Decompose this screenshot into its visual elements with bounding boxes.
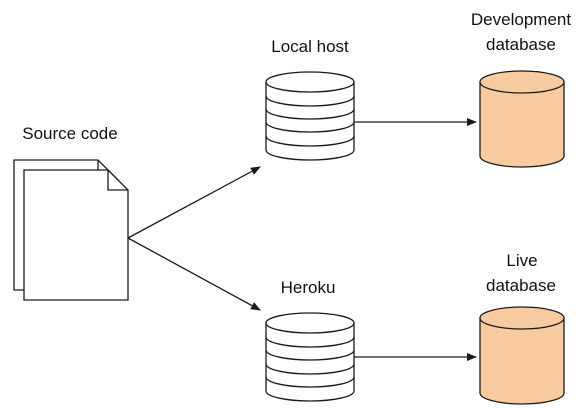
- dev-database-label-line2: database: [486, 35, 556, 54]
- live-database-icon: [479, 306, 565, 405]
- heroku-label: Heroku: [281, 278, 336, 297]
- dev-database-label-line1: Development: [471, 10, 571, 29]
- local-host-label: Local host: [271, 37, 349, 56]
- arrow-source-to-localhost: [127, 166, 261, 239]
- development-database-icon: [479, 70, 565, 168]
- source-code-document-icon: [13, 159, 129, 301]
- arrow-source-to-heroku: [127, 237, 261, 311]
- heroku-server-icon: [265, 312, 355, 402]
- live-database-label-line1: Live: [506, 251, 537, 270]
- local-host-server-icon: [265, 71, 355, 161]
- source-code-label: Source code: [22, 124, 117, 143]
- live-database-label-line2: database: [486, 276, 556, 295]
